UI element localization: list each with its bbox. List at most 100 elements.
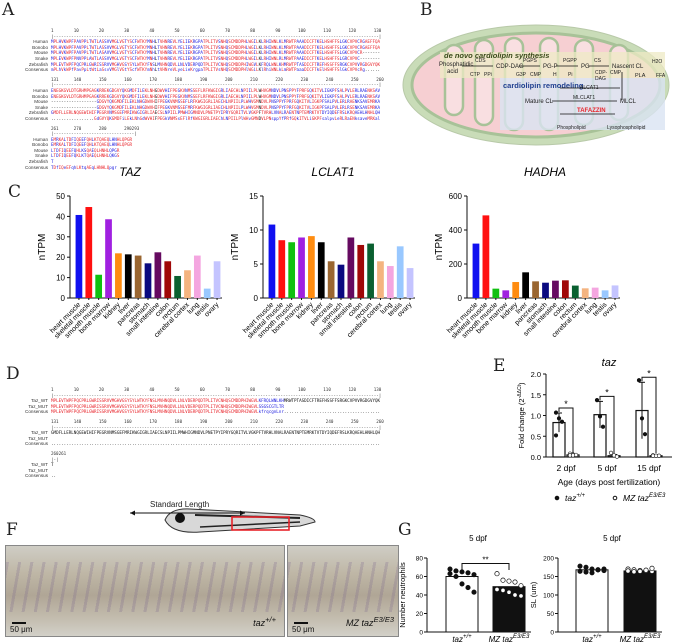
genotype-label: MZ tazE3/E3 xyxy=(346,615,394,628)
enzyme-pla2: PLA xyxy=(635,73,646,79)
y-tick-label: 0 xyxy=(61,294,66,303)
bar-small-intestine xyxy=(347,237,355,298)
panel-label-c: C xyxy=(8,182,22,202)
bar-testis xyxy=(203,288,211,298)
data-point xyxy=(600,424,606,429)
significance-star: * xyxy=(605,387,609,397)
bar-ovary xyxy=(213,261,221,298)
data-point xyxy=(447,571,453,577)
data-point xyxy=(642,432,648,437)
node-phospholipid: Phospholipid xyxy=(557,125,586,131)
significance-bracket xyxy=(461,563,510,574)
bar-lung xyxy=(386,266,394,298)
x-axis-label: Age (days post fertilization) xyxy=(558,477,661,487)
bar-heart-muscle xyxy=(75,214,83,298)
enzyme-pgpp: PGPP xyxy=(563,58,578,64)
y-tick-label: 200 xyxy=(449,260,463,269)
data-point xyxy=(553,410,559,415)
bar-testis xyxy=(601,290,609,298)
y-tick-label: 40 xyxy=(416,593,424,600)
alignment-row: Consensus.................GdGVYQKGMDFiLE… xyxy=(25,115,381,121)
bar-pancreas xyxy=(327,261,335,298)
data-point xyxy=(608,450,614,455)
cofactor-label: G3P xyxy=(516,72,527,78)
data-point xyxy=(500,587,506,593)
bar-skeletal-muscle xyxy=(85,207,93,298)
bar-bone-marrow xyxy=(298,237,305,298)
y-tick-label: 10 xyxy=(56,274,65,283)
bar-lung xyxy=(193,255,201,298)
y-tick-label: 100 xyxy=(543,593,554,600)
y-tick-label: 1.0 xyxy=(531,412,541,421)
bar-smooth-muscle xyxy=(95,274,103,298)
data-point xyxy=(614,454,620,459)
y-tick-label: 2.0 xyxy=(531,370,541,379)
bar-testis xyxy=(396,246,404,298)
y-tick-label: 20 xyxy=(416,611,424,618)
mitochondrion-diagram xyxy=(402,24,670,146)
pathway-labels: de novo cardiolipin synthesisPhosphatidi… xyxy=(439,51,666,131)
panel-label-f: F xyxy=(6,520,18,540)
chart-title: 5 dpf xyxy=(603,534,622,543)
chart-title: taz xyxy=(602,357,617,369)
node-pg: PG xyxy=(581,64,590,70)
bar-ovary xyxy=(406,268,414,298)
remodeling-title: cardiolipin remodeling xyxy=(503,81,584,90)
bar-heart-muscle xyxy=(268,224,276,298)
y-tick-label: 0 xyxy=(550,630,554,637)
data-point xyxy=(465,570,471,576)
cofactor-label: CMP xyxy=(610,70,622,76)
bar-liver xyxy=(124,254,132,298)
bar-small-intestine xyxy=(154,252,162,298)
y-tick-label: 30 xyxy=(56,233,65,242)
panel-label-a: A xyxy=(2,0,15,20)
bar-colon xyxy=(561,280,569,298)
scale-bar xyxy=(12,622,26,624)
cofactor-label: CDP- xyxy=(595,70,608,76)
panel-label-d: D xyxy=(6,364,20,384)
data-point xyxy=(494,571,500,577)
panel-label-b: B xyxy=(420,0,433,20)
x-tick-label: taz+/+ xyxy=(582,634,602,644)
data-point xyxy=(577,563,583,569)
bar-kidney xyxy=(308,236,315,298)
bar-skeletal-muscle xyxy=(278,240,286,298)
y-tick-label: 0 xyxy=(419,630,423,637)
y-tick-label: 0 xyxy=(458,294,463,303)
y-tick-label: 1.5 xyxy=(531,391,541,400)
data-point xyxy=(570,453,576,458)
significance-bracket xyxy=(558,407,574,453)
significance-star: ** xyxy=(482,556,488,565)
significance-bracket xyxy=(599,395,615,453)
significance-star: * xyxy=(647,368,651,378)
bar-colon xyxy=(357,244,365,298)
y-axis-label: nTPM xyxy=(434,234,445,261)
data-point xyxy=(506,578,512,584)
data-point xyxy=(639,416,645,421)
bar-ovary xyxy=(611,285,619,298)
y-axis-label: nTPM xyxy=(37,234,48,261)
data-point xyxy=(656,453,662,458)
y-tick-label: 40 xyxy=(56,212,65,221)
bar-rectum xyxy=(571,285,579,298)
data-point xyxy=(453,573,459,580)
panel-label-e: E xyxy=(493,356,506,376)
chart-title: HADHA xyxy=(524,165,566,179)
data-point xyxy=(637,568,643,574)
scale-label: 50 μm xyxy=(10,625,33,634)
cofactor-label: DAG xyxy=(595,76,606,82)
x-tick-label: taz+/+ xyxy=(452,634,472,644)
panel-label-g: G xyxy=(398,520,412,540)
data-point xyxy=(636,378,642,383)
alignment-row: Taz_MUT xyxy=(28,435,48,441)
node-lysophospholipid: Lysophospholipid xyxy=(607,125,646,131)
